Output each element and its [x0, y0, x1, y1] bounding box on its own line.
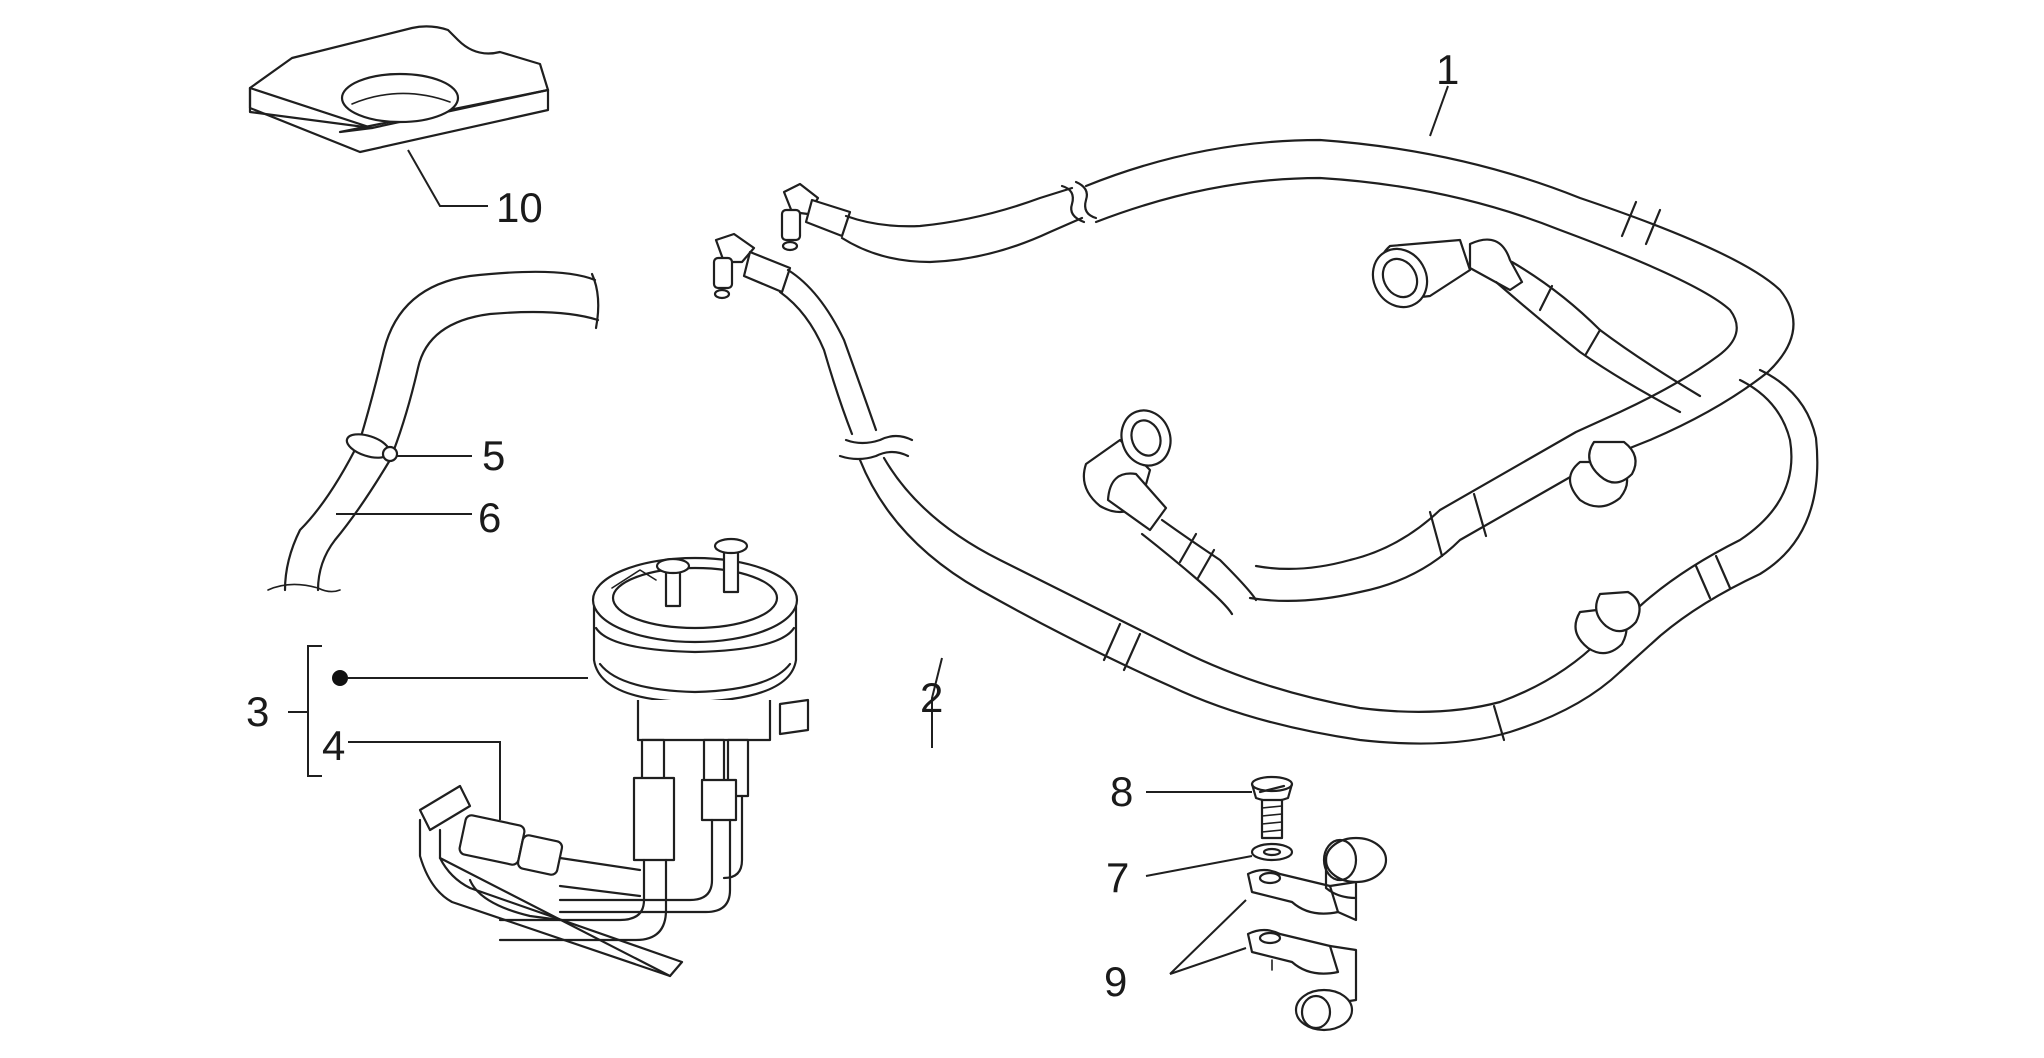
callout-8: 8 [1110, 768, 1133, 815]
callout-2: 2 [920, 674, 943, 721]
pump-indicator-dot [332, 670, 348, 686]
callout-6: 6 [478, 494, 501, 541]
screw-part-8 [1250, 775, 1294, 840]
hose-clip-part-9 [1246, 836, 1388, 1032]
callout-3: 3 [246, 688, 269, 735]
callout-7: 7 [1106, 854, 1129, 901]
washer-part-7 [1250, 842, 1294, 862]
hose-assembly-part-1 [780, 138, 1795, 616]
hose-assembly-part-2 [712, 232, 1819, 745]
callout-9: 9 [1104, 958, 1127, 1005]
hose-part-6 [267, 270, 600, 593]
leader-10 [407, 149, 488, 207]
callout-10: 10 [496, 184, 543, 231]
leader-1 [1429, 85, 1449, 137]
callout-4: 4 [322, 722, 345, 769]
hose-clip-part-5 [345, 433, 399, 463]
leader-9a [1169, 899, 1247, 975]
leader-2 [931, 657, 943, 748]
leader-9b [1169, 947, 1247, 975]
gasket-plate-part-10 [248, 25, 550, 154]
leader-7 [1145, 855, 1253, 877]
leader-4 [348, 741, 501, 820]
callout-5: 5 [482, 432, 505, 479]
washer-pump-part-3 [498, 537, 810, 942]
pump-bracket-part-4 [418, 784, 684, 978]
bracket-3-4 [307, 645, 322, 777]
callout-1: 1 [1436, 46, 1459, 93]
